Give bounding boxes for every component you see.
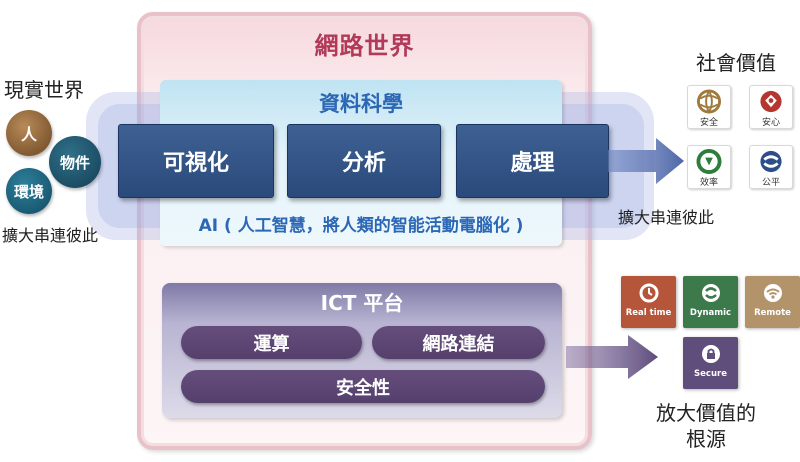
process-handle: 處理 xyxy=(456,124,609,198)
process-analyze: 分析 xyxy=(287,124,441,198)
globe-icon xyxy=(696,89,722,114)
real-world-title: 現實世界 xyxy=(4,78,84,102)
feature-real-time: Real time xyxy=(621,276,676,328)
left-expand-label: 擴大串連彼此 xyxy=(2,226,99,245)
feature-label: Remote xyxy=(754,308,791,318)
arrow-right-icon xyxy=(608,138,684,184)
ict-item-computing: 運算 xyxy=(181,326,362,359)
feature-dynamic: Dynamic xyxy=(683,276,738,328)
value-peace-of-mind: 安心 xyxy=(749,85,793,129)
ict-platform-title: ICT 平台 xyxy=(320,291,404,315)
entity-thing: 物件 xyxy=(49,136,101,188)
ict-item-security: 安全性 xyxy=(181,370,545,403)
value-label: 安心 xyxy=(761,118,780,128)
value-efficiency: 效率 xyxy=(687,145,731,189)
social-value-title: 社會價值 xyxy=(696,51,776,75)
amplify-value-caption: 放大價值的 根源 xyxy=(651,400,761,452)
value-label: 效率 xyxy=(699,178,718,188)
process-visualize: 可視化 xyxy=(118,124,274,198)
efficiency-icon xyxy=(696,149,722,174)
balance-icon xyxy=(760,150,782,173)
entity-person: 人 xyxy=(6,110,52,156)
heart-shield-icon xyxy=(760,90,782,113)
feature-secure: Secure xyxy=(683,337,738,389)
feature-remote: Remote xyxy=(745,276,800,328)
lock-icon xyxy=(701,345,720,363)
feature-label: Secure xyxy=(694,369,727,379)
right-expand-label: 擴大串連彼此 xyxy=(618,208,715,227)
clock-icon xyxy=(639,283,658,303)
value-safety: 安全 xyxy=(687,85,731,129)
amplify-caption-line2: 根源 xyxy=(686,427,726,451)
value-label: 公平 xyxy=(761,178,780,188)
amplify-caption-line1: 放大價值的 xyxy=(656,401,756,425)
arrow-right-icon xyxy=(566,335,658,379)
data-science-title: 資料科學 xyxy=(319,92,403,116)
entity-environment: 環境 xyxy=(6,168,52,214)
feature-label: Dynamic xyxy=(689,308,732,318)
ict-item-network: 網路連結 xyxy=(372,326,545,359)
cyber-world-title: 網路世界 xyxy=(314,32,415,60)
feature-label: Real time xyxy=(625,308,672,318)
wifi-icon xyxy=(763,284,782,302)
ai-label: AI ( 人工智慧，將人類的智能活動電腦化 ) xyxy=(198,216,524,236)
value-fairness: 公平 xyxy=(749,145,793,189)
dynamic-icon xyxy=(701,284,720,302)
value-label: 安全 xyxy=(699,118,718,128)
